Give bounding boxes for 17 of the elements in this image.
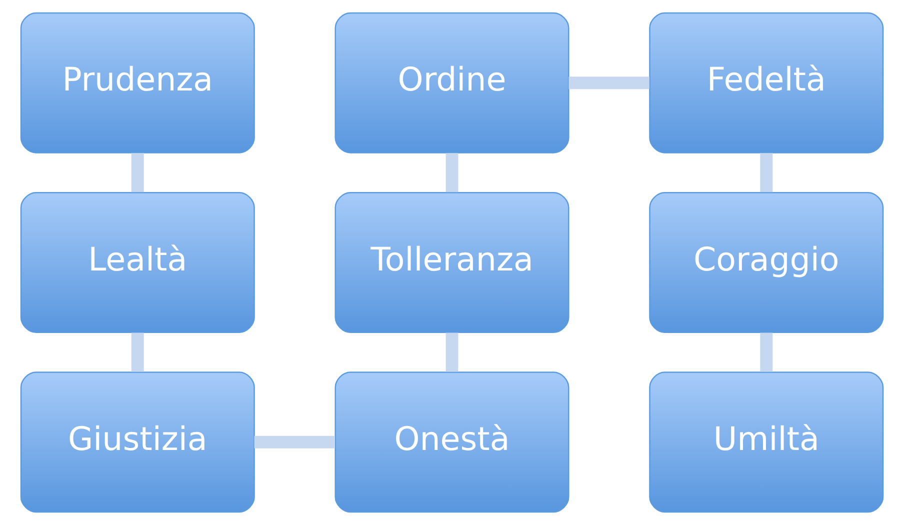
connector — [254, 436, 335, 448]
node-box: Prudenza — [20, 12, 255, 154]
node-box: Coraggio — [649, 192, 884, 333]
connector — [131, 153, 144, 192]
connector — [760, 332, 773, 372]
connector — [760, 153, 773, 192]
connector — [568, 76, 650, 90]
connector — [446, 332, 458, 372]
node-box: Ordine — [334, 12, 570, 154]
node-box: Tolleranza — [334, 192, 570, 333]
node-box: Onestà — [334, 372, 570, 513]
node-box: Giustizia — [20, 372, 255, 513]
connector — [131, 332, 144, 372]
node-box: Fedeltà — [649, 12, 884, 154]
connector — [446, 153, 458, 192]
node-box: Umiltà — [649, 372, 884, 513]
node-box: Lealtà — [20, 192, 255, 333]
